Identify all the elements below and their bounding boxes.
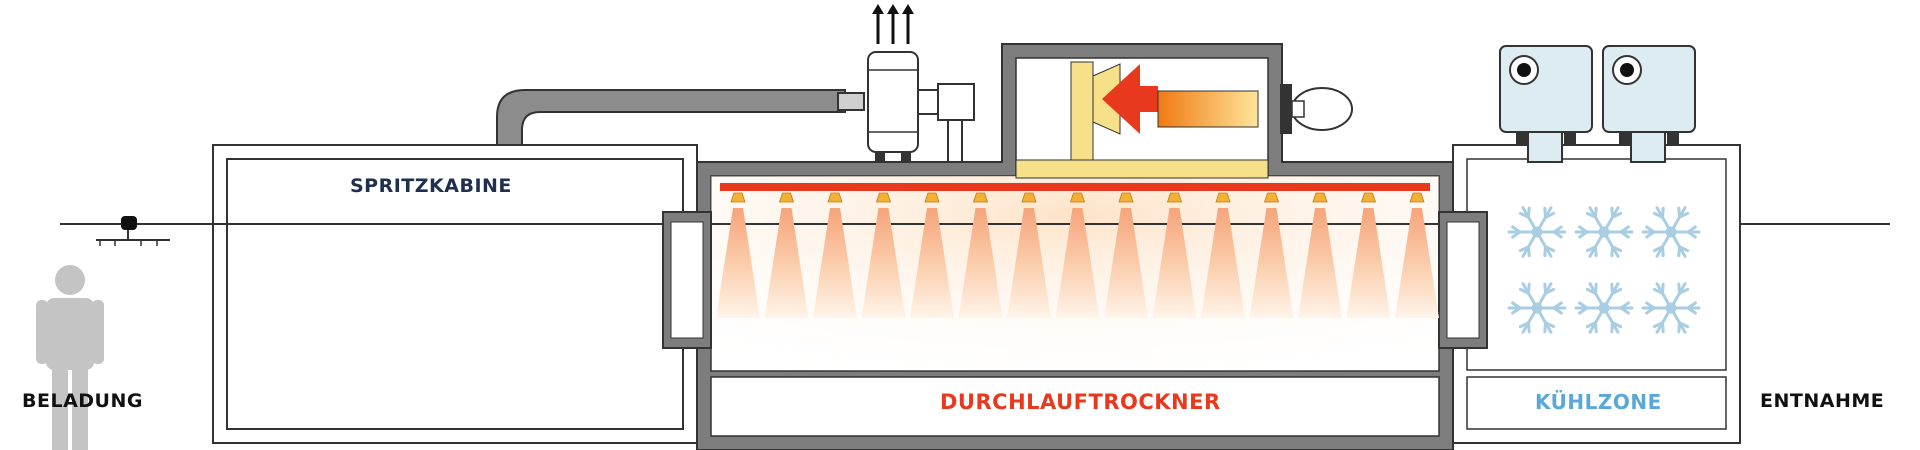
conveyor-hanger-icon	[96, 216, 170, 246]
label-durchlauftrockner: DURCHLAUFTROCKNER	[940, 390, 1221, 414]
ir-emitter-icon	[1166, 192, 1183, 203]
radiation-cone	[861, 208, 906, 318]
radiation-cone	[1395, 208, 1439, 318]
spray-booth	[212, 144, 698, 444]
radiation-cone	[716, 208, 760, 318]
cooling-unit-icon	[1499, 45, 1593, 163]
ir-emitter-icon	[875, 192, 892, 203]
ir-emitter-icon	[778, 192, 795, 203]
burner-icon	[1015, 61, 1353, 179]
ir-emitter-icon	[1360, 192, 1377, 203]
ir-emitter-icon	[1312, 192, 1328, 203]
exhaust-fan-icon	[867, 51, 975, 163]
radiation-cone	[813, 208, 857, 318]
dryer-exit-door	[1438, 211, 1488, 349]
ir-emitter-icon	[1409, 192, 1425, 203]
snowflake-icon	[1574, 206, 1634, 258]
label-entnahme: ENTNAHME	[1760, 390, 1885, 412]
radiation-cone	[1152, 208, 1197, 318]
ir-emitter-icon	[1069, 192, 1086, 203]
radiation-cone	[958, 208, 1003, 318]
ir-emitter-icon	[1215, 192, 1231, 203]
ir-emitter-icon	[827, 192, 843, 203]
snowflake-icon	[1507, 282, 1567, 334]
person-icon	[36, 265, 104, 450]
ir-emitter-icon	[1021, 192, 1037, 203]
label-spritzkabine: SPRITZKABINE	[350, 175, 512, 197]
ir-emitter-icon	[924, 192, 940, 203]
radiation-cone	[1055, 208, 1100, 318]
cooling-unit-icon	[1602, 45, 1696, 163]
exhaust-duct	[496, 89, 865, 146]
cooling-zone	[1452, 144, 1741, 444]
snowflake-icon	[1507, 206, 1567, 258]
radiation-cone	[1007, 208, 1051, 318]
dryer-entry-door	[662, 211, 712, 349]
ir-emitter-icon	[1118, 192, 1134, 203]
radiation-cone	[1298, 208, 1342, 318]
radiation-cone	[764, 208, 809, 318]
radiation-cone	[1201, 208, 1245, 318]
arrow-up-icon	[872, 4, 914, 44]
ir-emitter-icon	[730, 192, 746, 203]
snowflake-icon	[1641, 206, 1701, 258]
snowflake-icon	[1574, 282, 1634, 334]
radiation-cone	[910, 208, 954, 318]
snowflake-icon	[1641, 282, 1701, 334]
ir-emitter-icon	[972, 192, 989, 203]
label-kuehlzone: KÜHLZONE	[1535, 390, 1662, 414]
radiation-cone	[1346, 208, 1391, 318]
label-beladung: BELADUNG	[22, 390, 143, 412]
radiation-cone	[1104, 208, 1148, 318]
ir-emitter-icon	[1263, 192, 1280, 203]
heater-rail	[720, 183, 1430, 191]
radiation-cone	[1249, 208, 1294, 318]
